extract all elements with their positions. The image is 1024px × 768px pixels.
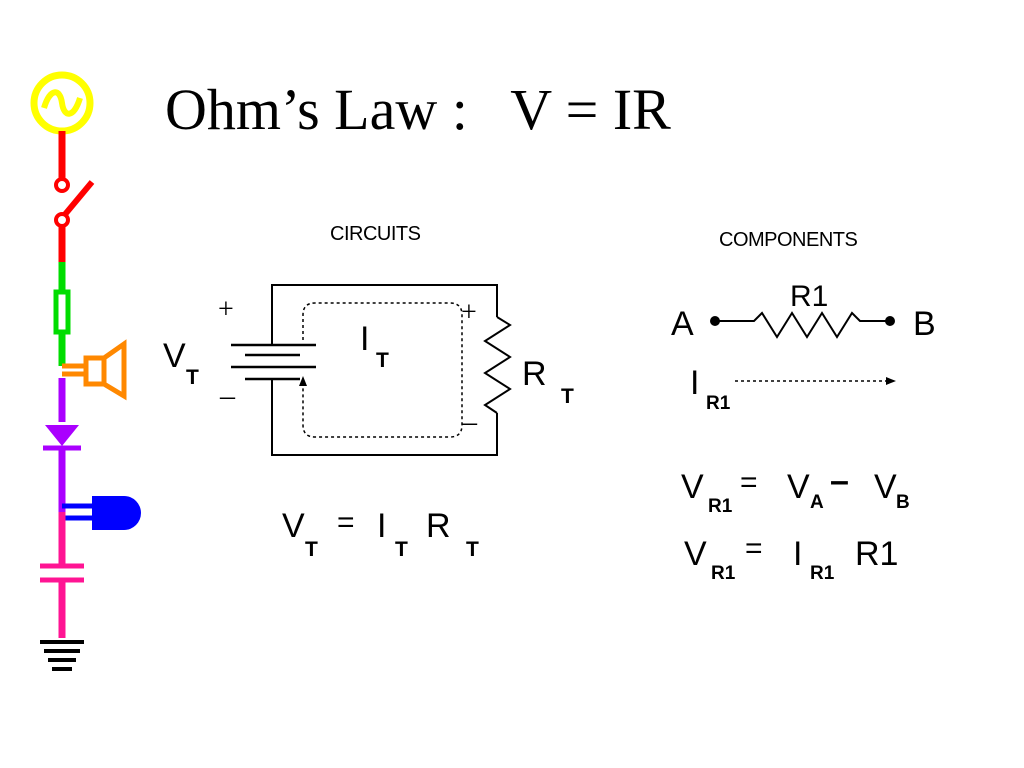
current-symbol: I [360, 320, 369, 358]
component-equation-2: V R1 = I R1 R1 [684, 532, 898, 584]
component-current-symbol: I [690, 364, 699, 402]
ground-icon [40, 640, 84, 671]
eq1-vb-symbol: V [874, 468, 897, 506]
eq2-equals-sign: = [745, 532, 763, 565]
lamp-icon [62, 496, 141, 530]
battery-plus-sign: + [218, 294, 234, 325]
current-subscript: T [376, 349, 389, 372]
battery-minus-sign: – [219, 379, 236, 412]
eq2-r1-symbol: R1 [855, 535, 898, 573]
node-a-label: A [671, 305, 694, 343]
eq-equals-sign: = [337, 506, 355, 539]
eq1-vb-subscript: B [896, 492, 910, 513]
node-b-label: B [913, 305, 936, 343]
resistor-subscript: T [561, 385, 574, 408]
eq-v-symbol: V [282, 507, 305, 545]
eq-v-subscript: T [305, 538, 318, 561]
fuse-icon [53, 262, 71, 366]
switch-icon [54, 131, 95, 262]
resistor-symbol: R [522, 355, 547, 393]
slide-title: Ohm’s Law : V = IR [165, 77, 671, 142]
circuits-caption: CIRCUITS [330, 223, 421, 245]
eq2-v-subscript: R1 [711, 563, 736, 584]
eq1-v-subscript: R1 [708, 496, 733, 517]
eq-r-subscript: T [466, 538, 479, 561]
source-voltage-subscript: T [186, 366, 199, 389]
component-equation-1: V R1 = V A – V B [681, 462, 910, 517]
eq2-i-subscript: R1 [810, 563, 835, 584]
components-caption: COMPONENTS [719, 229, 858, 251]
eq2-i-symbol: I [793, 535, 802, 573]
battery-icon [231, 343, 316, 381]
diode-icon [43, 378, 81, 512]
eq1-equals-sign: = [740, 466, 758, 499]
resistor-r1-icon [715, 311, 890, 339]
speaker-icon [62, 339, 127, 401]
component-resistor: A B R1 [671, 280, 936, 343]
component-current-subscript: R1 [706, 393, 731, 414]
capacitor-icon [40, 512, 84, 638]
eq2-v-symbol: V [684, 535, 707, 573]
eq-i-subscript: T [395, 538, 408, 561]
resistor-minus-sign: – [461, 405, 478, 438]
eq1-va-symbol: V [787, 468, 810, 506]
resistor-plus-sign: + [461, 297, 477, 328]
component-current-arrow: I R1 [690, 364, 896, 414]
current-loop-arrow [299, 302, 463, 438]
source-voltage-symbol: V [163, 337, 186, 375]
resistor-rt-icon [483, 316, 512, 414]
eq-r-symbol: R [426, 507, 451, 545]
eq1-minus-sign: – [830, 462, 849, 500]
eq-i-symbol: I [377, 507, 386, 545]
decorative-components-column [30, 71, 141, 671]
circuit-wiring [271, 284, 498, 456]
resistor-r1-label: R1 [790, 280, 828, 313]
circuit-equation: V T = I T R T [282, 506, 479, 561]
eq1-va-subscript: A [810, 492, 824, 513]
eq1-v-symbol: V [681, 468, 704, 506]
